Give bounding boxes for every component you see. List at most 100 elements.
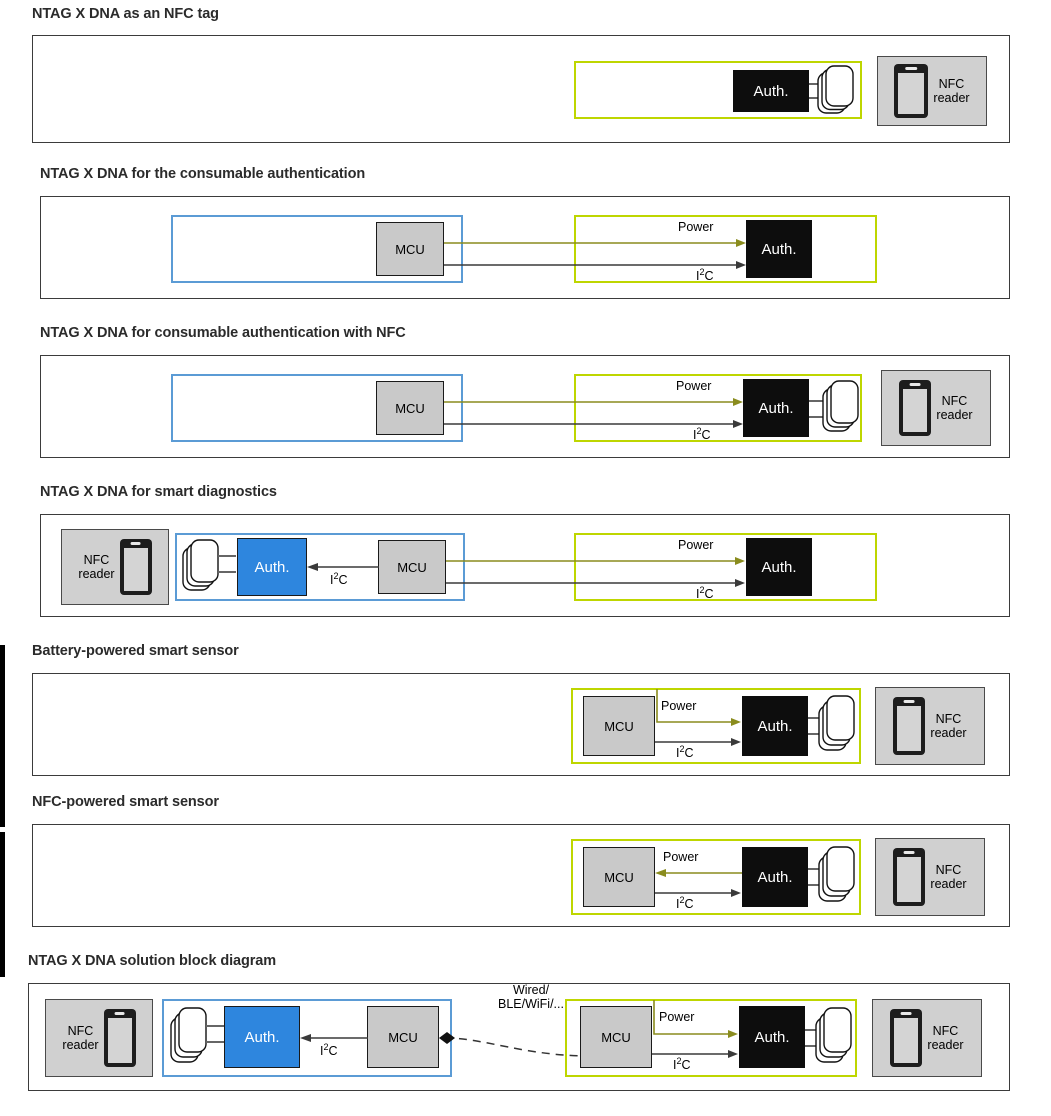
phone-icon xyxy=(893,697,926,755)
green-frame xyxy=(574,533,877,601)
i2c-connector xyxy=(444,259,749,271)
wired-link-label: Wired/ BLE/WiFi/... xyxy=(498,983,564,1011)
i2c-connector-left xyxy=(300,1032,368,1044)
nfc-reader-tile: NFC reader xyxy=(875,838,985,916)
i2c-connector xyxy=(655,736,745,748)
i2c-label: I2C xyxy=(696,585,714,602)
nfc-reader-tile-right: NFC reader xyxy=(872,999,982,1077)
phone-icon xyxy=(894,64,929,118)
nfc-antenna-coil-icon-right xyxy=(805,1006,861,1068)
power-label: Power xyxy=(661,699,697,713)
section-smart-diagnostics: NTAG X DNA for smart diagnostics NFC rea… xyxy=(0,484,1051,636)
auth-block: Auth. xyxy=(746,538,812,596)
phone-icon xyxy=(890,1009,923,1067)
diagram-panel: NFC reader Auth. MCU xyxy=(40,514,1010,617)
section-consumable-authentication: NTAG X DNA for the consumable authentica… xyxy=(0,166,1051,318)
auth-block: Auth. xyxy=(733,70,809,112)
section-title: NTAG X DNA solution block diagram xyxy=(28,953,277,969)
auth-label: Auth. xyxy=(758,399,794,417)
blue-frame xyxy=(175,533,465,601)
nfc-reader-tile: NFC reader xyxy=(877,56,987,126)
nfc-antenna-coil-icon xyxy=(804,64,860,118)
auth-block: Auth. xyxy=(742,847,808,907)
phone-icon xyxy=(899,380,932,436)
power-label: Power xyxy=(659,1010,695,1024)
mcu-block: MCU xyxy=(583,847,655,907)
i2c-label: I2C xyxy=(696,267,714,284)
power-connector xyxy=(655,688,745,738)
diagram-panel: MCU Power I2C Auth. xyxy=(32,824,1010,927)
power-connector xyxy=(655,867,745,879)
section-battery-powered-smart-sensor: Battery-powered smart sensor MCU Power I… xyxy=(0,643,1051,795)
nfc-reader-tile: NFC reader xyxy=(875,687,985,765)
phone-screen xyxy=(894,1017,919,1063)
blue-frame xyxy=(171,215,463,283)
nfc-reader-label: NFC reader xyxy=(927,1024,964,1052)
section-consumable-authentication-with-nfc: NTAG X DNA for consumable authentication… xyxy=(0,325,1051,477)
section-title: NTAG X DNA for the consumable authentica… xyxy=(40,166,366,182)
diagram-panel: MCU Auth. NFC reader xyxy=(40,355,1010,458)
phone-speaker xyxy=(903,851,915,854)
i2c-label-right: I2C xyxy=(673,1056,691,1073)
nfc-reader-label: NFC reader xyxy=(62,1024,99,1052)
auth-blue-block: Auth. xyxy=(237,538,307,596)
nfc-reader-label: NFC reader xyxy=(933,77,970,105)
power-connector xyxy=(444,237,749,249)
phone-speaker xyxy=(905,67,918,70)
nfc-reader-tile-left: NFC reader xyxy=(45,999,153,1077)
mcu-block: MCU xyxy=(583,696,655,756)
diagram-panel: MCU Auth. Power I2C xyxy=(40,196,1010,299)
power-connector xyxy=(444,396,747,408)
diagram-panel: NFC reader Auth. MCU xyxy=(28,983,1010,1091)
nfc-reader-label: NFC reader xyxy=(78,553,115,581)
green-frame xyxy=(574,374,862,442)
auth-label: Auth. xyxy=(754,1028,790,1046)
nfc-reader-label: NFC reader xyxy=(930,712,967,740)
auth-label: Auth. xyxy=(757,717,793,735)
section-nfc-powered-smart-sensor: NFC-powered smart sensor MCU Power I2C A… xyxy=(0,794,1051,946)
mcu-label: MCU xyxy=(395,241,425,257)
auth-block: Auth. xyxy=(743,379,809,437)
mcu-label: MCU xyxy=(395,400,425,416)
i2c-connector xyxy=(655,887,745,899)
auth-label: Auth. xyxy=(244,1028,280,1046)
section-solution-block-diagram: NTAG X DNA solution block diagram NFC re… xyxy=(0,953,1051,1113)
section-title: NTAG X DNA for consumable authentication… xyxy=(40,325,406,341)
i2c-connector-left xyxy=(307,561,379,573)
power-label: Power xyxy=(678,538,714,552)
mcu-block: MCU xyxy=(378,540,446,594)
nfc-reader-tile: NFC reader xyxy=(61,529,169,605)
phone-screen xyxy=(898,72,925,114)
green-frame xyxy=(574,61,862,119)
phone-speaker xyxy=(903,700,915,703)
green-frame xyxy=(574,215,877,283)
diagram-panel: MCU Power I2C Auth. xyxy=(32,673,1010,776)
phone-speaker xyxy=(900,1012,912,1015)
mcu-label: MCU xyxy=(601,1029,631,1045)
diagram-panel: Auth. NFC reader xyxy=(32,35,1010,143)
mcu-block: MCU xyxy=(376,222,444,276)
nfc-antenna-coil-icon xyxy=(808,845,864,907)
i2c-label: I2C xyxy=(676,895,694,912)
blue-frame xyxy=(171,374,463,442)
green-frame xyxy=(565,999,857,1077)
phone-speaker xyxy=(114,1012,125,1015)
phone-screen xyxy=(903,388,928,432)
section-title: NTAG X DNA for smart diagnostics xyxy=(40,484,277,500)
section-nfc-tag: NTAG X DNA as an NFC tag Auth. xyxy=(0,6,1051,156)
phone-screen xyxy=(123,547,148,591)
left-margin-bar-bottom xyxy=(0,832,5,977)
i2c-connector-right xyxy=(652,1048,742,1060)
mcu-label: MCU xyxy=(397,559,427,575)
phone-speaker xyxy=(130,542,141,545)
mcu-block-right: MCU xyxy=(580,1006,652,1068)
i2c-label: I2C xyxy=(693,426,711,443)
nfc-reader-label: NFC reader xyxy=(930,863,967,891)
nfc-reader-label: NFC reader xyxy=(936,394,973,422)
section-title: NTAG X DNA as an NFC tag xyxy=(32,6,219,22)
i2c-connector xyxy=(444,418,747,430)
auth-block: Auth. xyxy=(742,696,808,756)
mcu-label: MCU xyxy=(388,1029,418,1045)
auth-label: Auth. xyxy=(757,868,793,886)
mcu-block-left: MCU xyxy=(367,1006,439,1068)
